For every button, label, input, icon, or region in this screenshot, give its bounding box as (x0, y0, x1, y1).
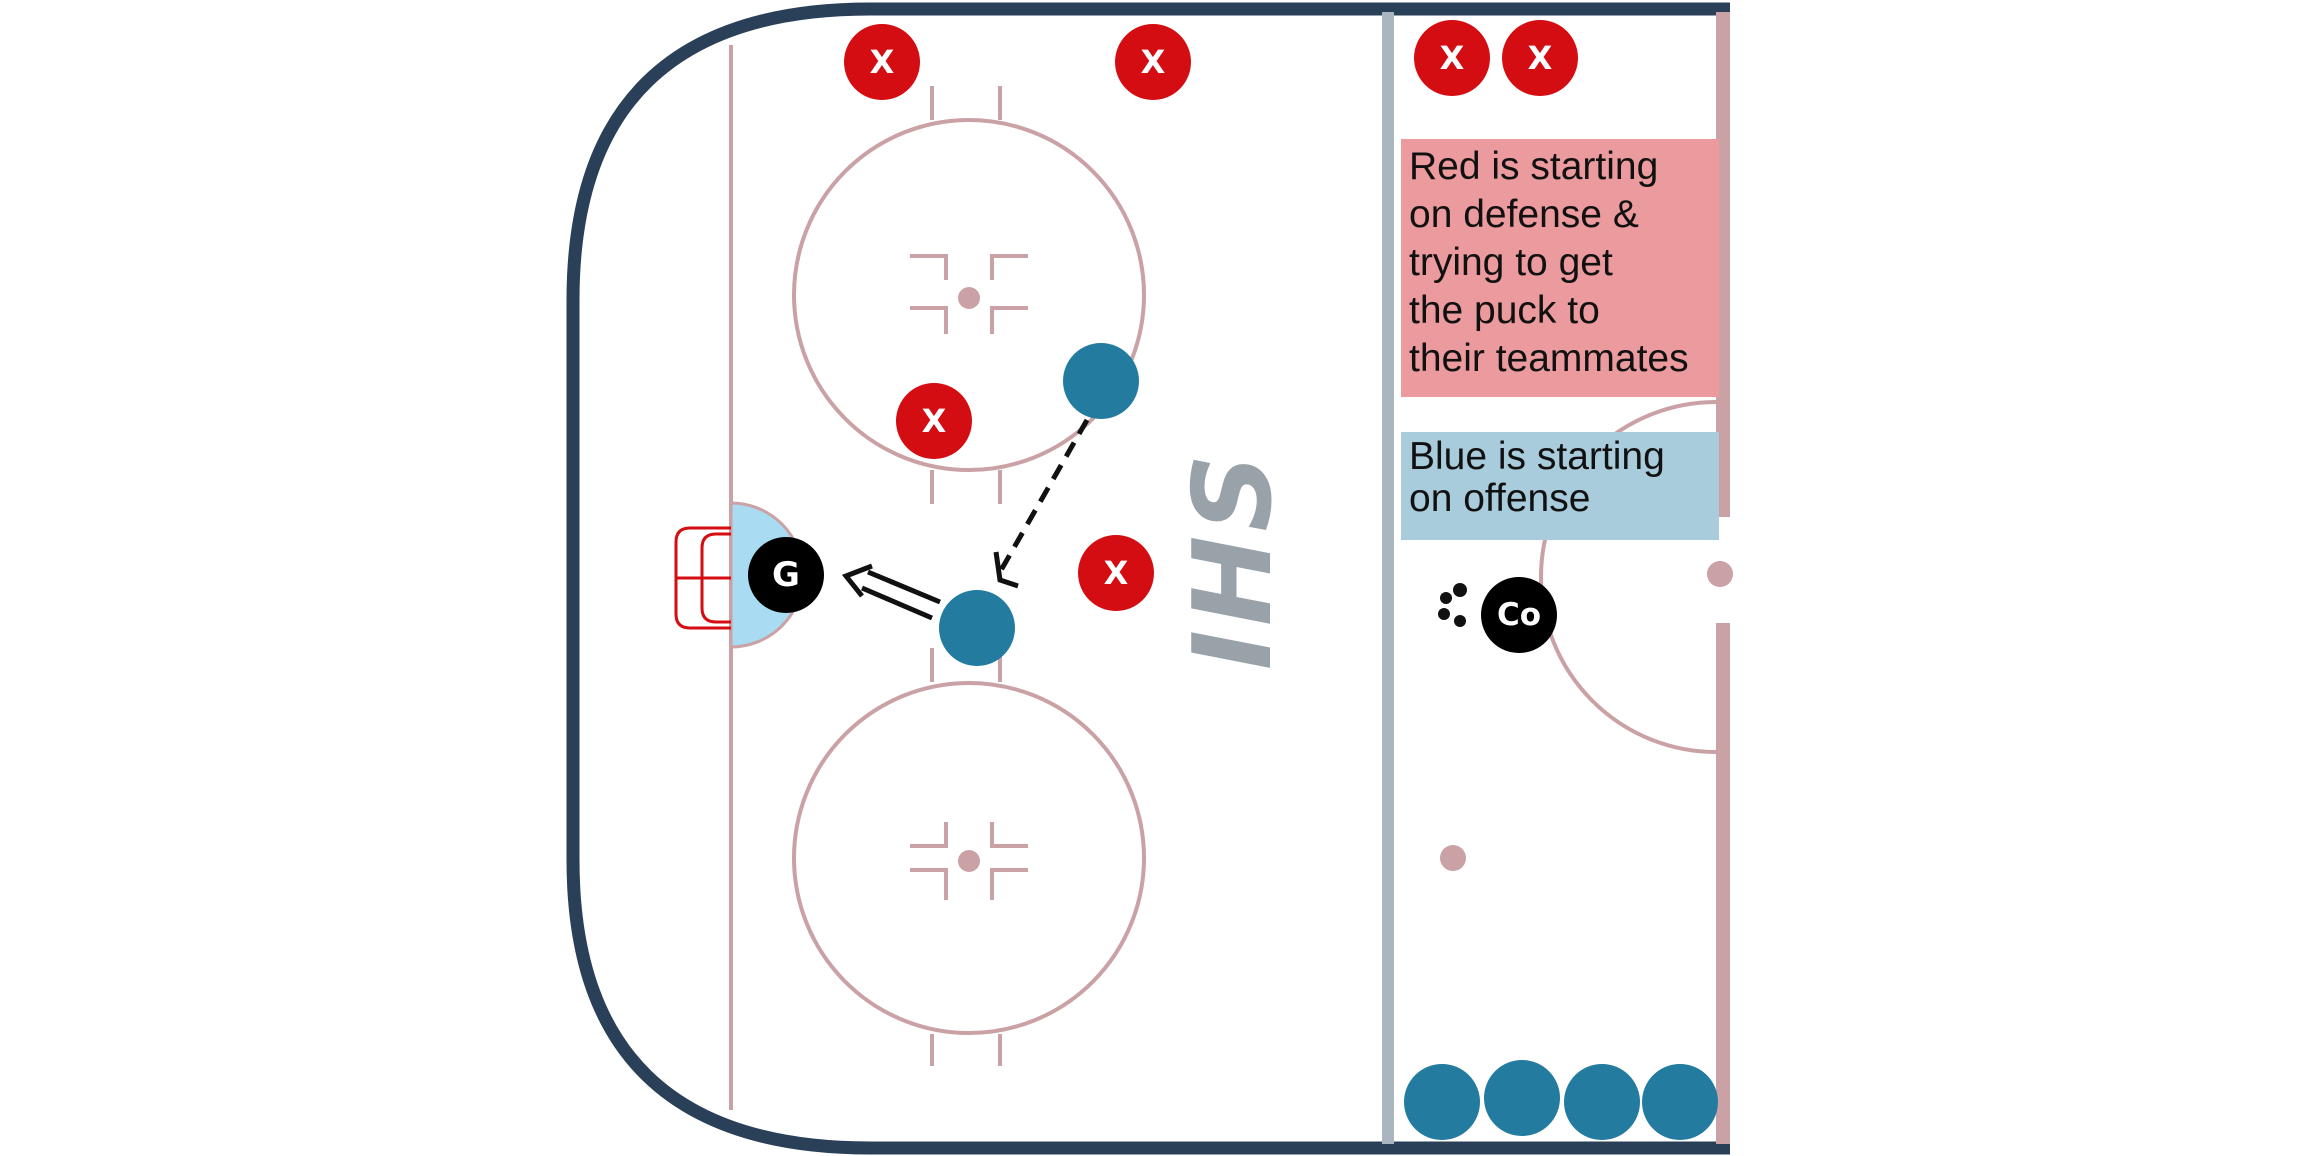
ihs-logo-icon: IHS (1171, 450, 1296, 670)
red-team-note: Red is starting on defense & trying to g… (1401, 139, 1719, 397)
red-player-token[interactable]: X (1502, 20, 1578, 96)
faceoff-circle-bottom (792, 648, 1146, 1066)
red-player-token[interactable]: X (844, 24, 920, 100)
dashed-arrow-icon (993, 418, 1090, 589)
faceoff-dot-top (958, 287, 980, 309)
faceoff-dot-bottom (958, 850, 980, 872)
faceoff-circle-top (792, 86, 1146, 504)
rink-boards (566, 2, 1730, 1155)
neutral-dot-bottom (1440, 845, 1466, 871)
red-player-token[interactable]: X (1078, 535, 1154, 611)
blue-player-token[interactable] (1404, 1064, 1480, 1140)
red-player-token[interactable]: X (1414, 20, 1490, 96)
blue-player-token[interactable] (1642, 1064, 1718, 1140)
red-player-token[interactable]: X (1115, 24, 1191, 100)
center-dot (1707, 561, 1733, 587)
blue-team-note: Blue is starting on offense (1401, 432, 1719, 540)
center-line-top (1716, 12, 1730, 517)
blue-line (1382, 12, 1394, 1144)
logo-text: IHS (1171, 450, 1296, 670)
hockey-net-icon (674, 526, 731, 630)
center-circle (1539, 400, 1717, 754)
blue-player-token[interactable] (1063, 343, 1139, 419)
red-player-token[interactable]: X (896, 383, 972, 459)
blue-player-token[interactable] (1564, 1064, 1640, 1140)
double-line-arrow-icon (841, 563, 941, 621)
goalie-token[interactable]: G (748, 537, 824, 613)
coach-token[interactable]: Co (1481, 577, 1557, 653)
blue-player-token[interactable] (1484, 1060, 1560, 1136)
puck-pile-icon (1438, 583, 1467, 627)
blue-player-token[interactable] (939, 590, 1015, 666)
center-line-bottom (1716, 623, 1730, 1144)
